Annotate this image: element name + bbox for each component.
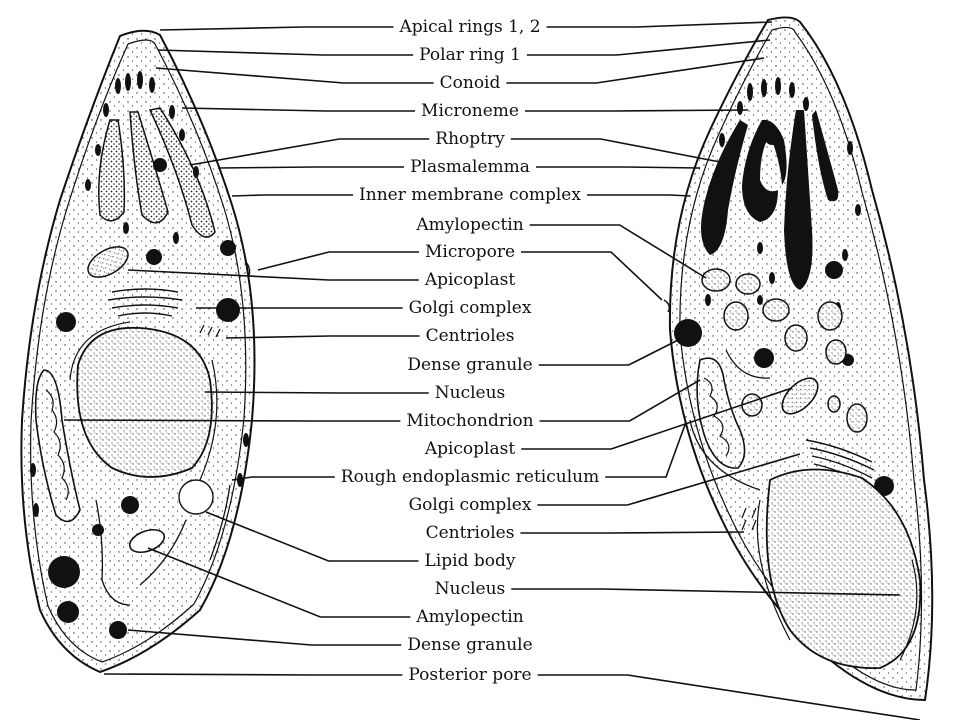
label-microneme: Microneme	[421, 101, 519, 121]
leader-right	[537, 674, 921, 720]
label-amylopectin: Amylopectin	[416, 215, 524, 235]
label-nucleus: Nucleus	[434, 579, 506, 599]
leader-right	[529, 224, 707, 279]
label-golgi-complex: Golgi complex	[408, 495, 532, 515]
leader-right	[521, 251, 663, 301]
leader-left	[217, 166, 405, 169]
label-golgi-complex: Golgi complex	[408, 298, 532, 318]
leader-left	[103, 673, 403, 676]
leader-right	[526, 39, 771, 56]
label-mitochondrion: Mitochondrion	[406, 411, 534, 431]
leader-right	[506, 57, 765, 84]
label-plasmalemma: Plasmalemma	[410, 157, 530, 177]
leader-left	[127, 269, 419, 281]
label-rhoptry: Rhoptry	[435, 129, 505, 149]
label-micropore: Micropore	[424, 242, 516, 262]
label-inner-membrane-complex: Inner membrane complex	[359, 185, 581, 205]
right-cell	[663, 16, 934, 702]
leader-right	[537, 453, 801, 506]
leader-right	[535, 166, 701, 169]
leader-left	[231, 476, 335, 481]
leader-left	[225, 335, 420, 339]
leader-right	[546, 21, 773, 28]
label-dense-granule: Dense granule	[407, 355, 533, 375]
leader-left	[63, 419, 401, 422]
leader-right	[539, 379, 701, 422]
leader-left	[231, 194, 354, 197]
label-apicoplast: Apicoplast	[424, 439, 516, 459]
label-apical-rings-1-2: Apical rings 1, 2	[399, 17, 541, 37]
leader-right	[605, 421, 687, 478]
leader-right	[520, 531, 745, 534]
leader-left	[189, 138, 430, 166]
label-conoid: Conoid	[439, 73, 501, 93]
label-posterior-pore: Posterior pore	[408, 665, 532, 685]
label-amylopectin: Amylopectin	[416, 607, 524, 627]
leader-right	[586, 194, 691, 197]
label-polar-ring-1: Polar ring 1	[419, 45, 521, 65]
leader-right	[510, 138, 721, 163]
leader-left	[204, 391, 429, 394]
left-cell	[20, 29, 256, 674]
leader-left	[181, 107, 416, 112]
label-centrioles: Centrioles	[425, 326, 515, 346]
leader-left	[127, 629, 402, 646]
label-dense-granule: Dense granule	[407, 635, 533, 655]
leader-left	[157, 49, 414, 56]
leader-left	[155, 67, 434, 84]
leader-right	[521, 387, 793, 450]
label-nucleus: Nucleus	[434, 383, 506, 403]
leader-right	[538, 337, 683, 366]
leader-left	[205, 511, 419, 562]
label-apicoplast: Apicoplast	[424, 270, 516, 290]
label-centrioles: Centrioles	[425, 523, 515, 543]
leader-right	[511, 588, 901, 596]
leader-left	[159, 26, 394, 31]
leader-left	[257, 251, 419, 271]
leader-right	[524, 109, 749, 112]
label-lipid-body: Lipid body	[424, 551, 516, 571]
leader-left	[147, 547, 411, 618]
label-rough-endoplasmic-reticulum: Rough endoplasmic reticulum	[340, 467, 600, 487]
